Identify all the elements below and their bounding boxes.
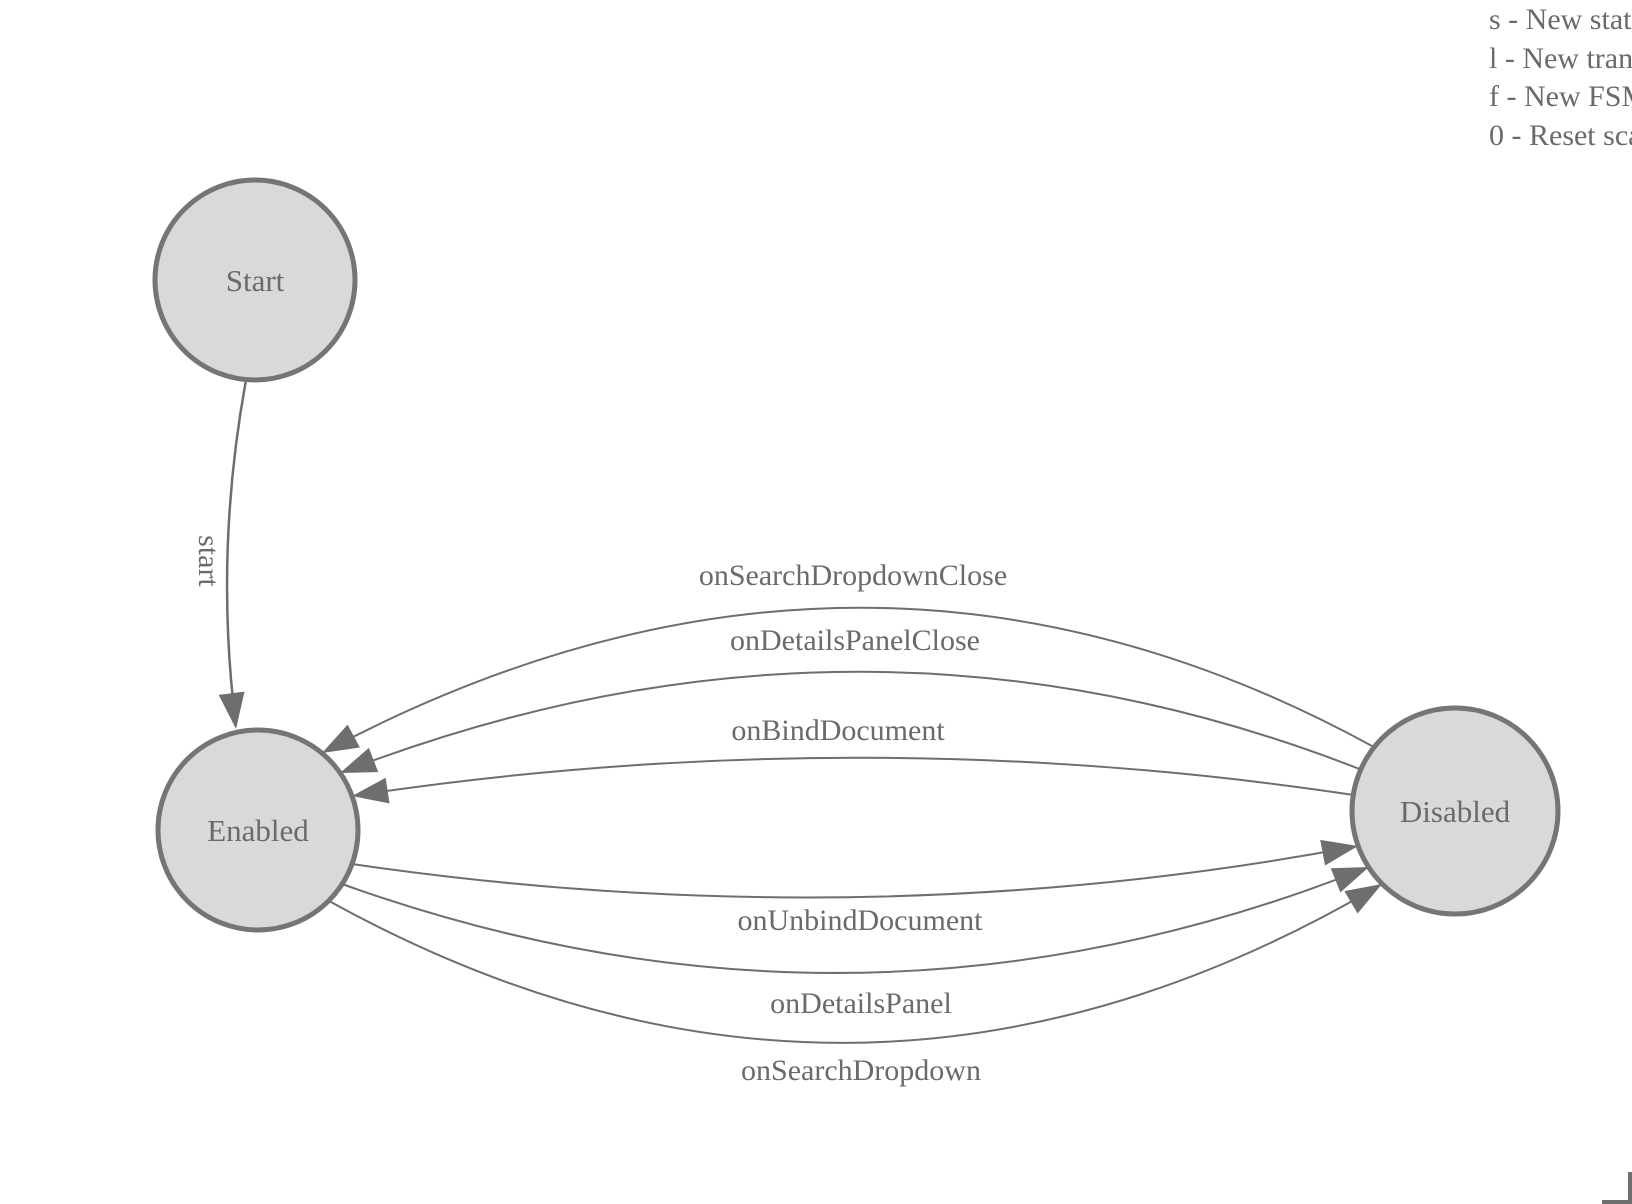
arrowhead-ondetailspanel xyxy=(1330,867,1369,893)
arrowhead-onsearchdropdown xyxy=(1344,884,1382,914)
arrowhead-onunbinddocument xyxy=(1320,839,1358,866)
corner-vertical-bar xyxy=(1628,1172,1632,1204)
transition-label-ondetailspanelclose[interactable]: onDetailsPanelClose xyxy=(730,624,980,657)
transition-label-start[interactable]: start xyxy=(192,535,225,587)
transition-edge-onsearchdropdown[interactable] xyxy=(328,883,1383,1044)
legend-line-reset-scale: 0 - Reset scale xyxy=(1489,119,1632,152)
state-node-disabled[interactable]: Disabled xyxy=(1349,705,1561,917)
arrowhead-onsearchdropdownclose xyxy=(322,724,360,753)
shortcut-legend: s - New state l - New transition f - New… xyxy=(1489,3,1632,152)
legend-line-new-transition: l - New transition xyxy=(1489,42,1632,75)
transition-label-ondetailspanel[interactable]: onDetailsPanel xyxy=(770,987,952,1020)
transition-edge-ondetailspanel[interactable] xyxy=(341,866,1370,974)
arrowhead-start xyxy=(218,691,245,729)
transition-label-onbinddocument[interactable]: onBindDocument xyxy=(731,714,945,747)
legend-line-new-state: s - New state xyxy=(1489,3,1632,36)
transition-edge-onunbinddocument[interactable] xyxy=(351,845,1359,899)
transition-edge-onsearchdropdownclose[interactable] xyxy=(321,606,1373,754)
state-circle-disabled[interactable] xyxy=(1349,705,1561,917)
legend-line-new-fsm: f - New FSM xyxy=(1489,80,1632,113)
transition-edge-start[interactable] xyxy=(225,379,248,727)
transition-label-onsearchdropdownclose[interactable]: onSearchDropdownClose xyxy=(699,559,1007,592)
bottom-right-panel-corner xyxy=(1602,1172,1632,1204)
state-label-enabled: Enabled xyxy=(207,813,309,848)
arrowhead-onbinddocument xyxy=(352,777,390,804)
state-node-start[interactable]: Start xyxy=(152,177,358,383)
transition-edge-onbinddocument[interactable] xyxy=(351,756,1355,797)
corner-horizontal-bar xyxy=(1602,1200,1632,1204)
transition-label-onunbinddocument[interactable]: onUnbindDocument xyxy=(738,904,984,937)
transition-edge-ondetailspanelclose[interactable] xyxy=(339,670,1363,774)
state-circle-enabled[interactable] xyxy=(155,727,361,933)
state-circle-start[interactable] xyxy=(152,177,358,383)
state-node-enabled[interactable]: Enabled xyxy=(155,727,361,933)
state-label-disabled: Disabled xyxy=(1400,794,1511,829)
state-label-start: Start xyxy=(226,263,285,298)
arrowhead-ondetailspanelclose xyxy=(340,747,379,773)
transition-label-onsearchdropdown[interactable]: onSearchDropdown xyxy=(741,1054,981,1087)
